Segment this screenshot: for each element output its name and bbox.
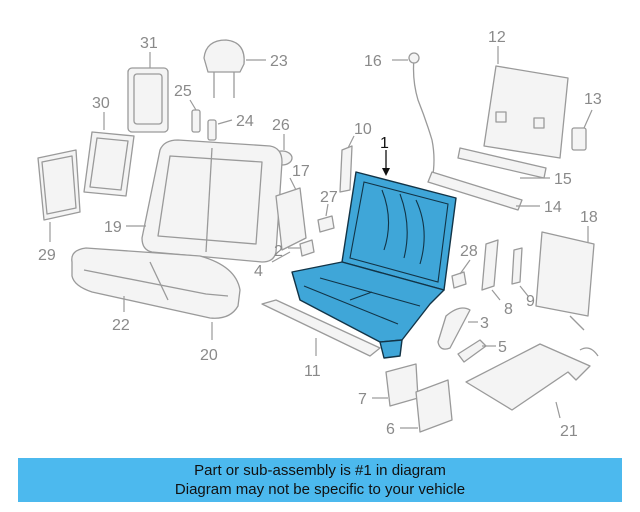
callout-15: 15: [554, 171, 572, 188]
callout-25: 25: [174, 83, 192, 100]
callout-29: 29: [38, 247, 56, 264]
callout-7: 7: [358, 391, 367, 408]
callout-23: 23: [270, 53, 288, 70]
callout-1: 1: [380, 135, 389, 152]
part-27-clip: [317, 203, 335, 233]
part-29-back-panel: [37, 149, 81, 242]
callout-21: 21: [560, 423, 578, 440]
callout-2: 2: [274, 243, 283, 260]
callout-17: 17: [292, 163, 310, 180]
info-line-1: Part or sub-assembly is #1 in diagram: [194, 462, 446, 479]
callout-26: 26: [272, 117, 290, 134]
part-12-rear-panel: [483, 46, 569, 159]
part-31-headrest-frame: [127, 52, 169, 133]
callout-9: 9: [526, 293, 535, 310]
part-28-clip: [451, 259, 471, 289]
info-banner: Part or sub-assembly is #1 in diagram Di…: [18, 458, 622, 502]
part-8-trim: [481, 239, 501, 301]
callout-24: 24: [236, 113, 254, 130]
callout-13: 13: [584, 91, 602, 108]
part-24-guide: [207, 119, 233, 141]
part-30-frame-panel: [83, 112, 135, 197]
callout-3: 3: [480, 315, 489, 332]
callout-31: 31: [140, 35, 158, 52]
callout-18: 18: [580, 209, 598, 226]
callout-16: 16: [364, 53, 382, 70]
part-7-bracket: [372, 363, 419, 407]
part-10-latch: [339, 135, 355, 193]
part-1-seat-frame-highlighted: [291, 150, 457, 359]
part-5-cover: [457, 339, 496, 363]
callout-19: 19: [104, 219, 122, 236]
part-9-bracket: [511, 247, 529, 297]
part-18-side-panel: [535, 226, 595, 331]
part-6-panel: [400, 379, 453, 433]
callout-11: 11: [304, 363, 321, 380]
part-13-hinge: [571, 109, 593, 151]
part-21-floor-cover: [465, 343, 599, 419]
callout-30: 30: [92, 95, 110, 112]
callout-20: 20: [200, 347, 218, 364]
part-23-headrest: [203, 39, 266, 98]
callout-22: 22: [112, 317, 130, 334]
part-2-bracket: [288, 239, 315, 257]
callout-12: 12: [488, 29, 506, 46]
part-16-cable: [392, 52, 435, 181]
part-11-rail: [261, 299, 381, 357]
part-19-seat-back: [126, 139, 283, 263]
callout-4: 4: [254, 263, 263, 280]
callout-8: 8: [504, 301, 513, 318]
callout-14: 14: [544, 199, 562, 216]
part-15-rail: [457, 147, 550, 179]
part-14-rail: [427, 171, 540, 211]
info-line-2: Diagram may not be specific to your vehi…: [174, 481, 466, 498]
part-3-hinge: [437, 307, 478, 350]
part-17-side-trim: [275, 177, 307, 251]
callout-5: 5: [498, 339, 507, 356]
callout-28: 28: [460, 243, 478, 260]
part-22-seat-cushion: [71, 247, 241, 319]
callout-27: 27: [320, 189, 338, 206]
callout-6: 6: [386, 421, 395, 438]
callout-10: 10: [354, 121, 372, 138]
part-25-guide: [189, 99, 201, 133]
parts-diagram: 1 2 3 4 5 6 7 8 9 10 11 12 13 14 15 16 1…: [37, 29, 602, 440]
